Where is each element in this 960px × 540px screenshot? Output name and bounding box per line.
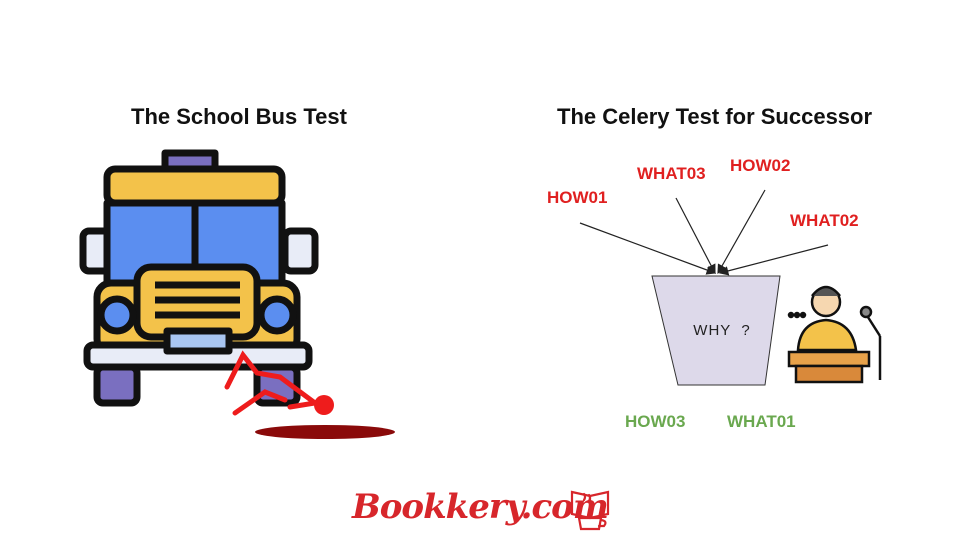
- why-label: WHY ?: [693, 322, 751, 339]
- incoming-label-what02: WHAT02: [790, 211, 859, 230]
- arrow-what03: [675, 197, 716, 275]
- speaker-at-podium-icon: [787, 285, 882, 384]
- brand-logo-text: Bookkery.com: [352, 487, 609, 527]
- why-cup: [651, 275, 781, 386]
- school-bus-icon: [79, 149, 319, 407]
- bottom-label-how03: HOW03: [625, 412, 686, 431]
- book-coffee-icon: [570, 490, 610, 531]
- school-bus-test-title: The School Bus Test: [131, 104, 347, 129]
- school-bus-illustration: [79, 149, 395, 439]
- arrow-what02: [718, 244, 829, 276]
- fallen-person-icon: [224, 350, 395, 439]
- incoming-label-how02: HOW02: [730, 156, 791, 175]
- bottom-label-what01: WHAT01: [727, 412, 796, 431]
- converging-arrows: [579, 189, 829, 276]
- arrow-how02: [717, 189, 766, 275]
- celery-test-title: The Celery Test for Successor: [557, 104, 873, 129]
- arrow-how01: [579, 222, 717, 275]
- celery-diagram: [579, 189, 882, 386]
- incoming-label-what03: WHAT03: [637, 164, 706, 183]
- incoming-label-how01: HOW01: [547, 188, 608, 207]
